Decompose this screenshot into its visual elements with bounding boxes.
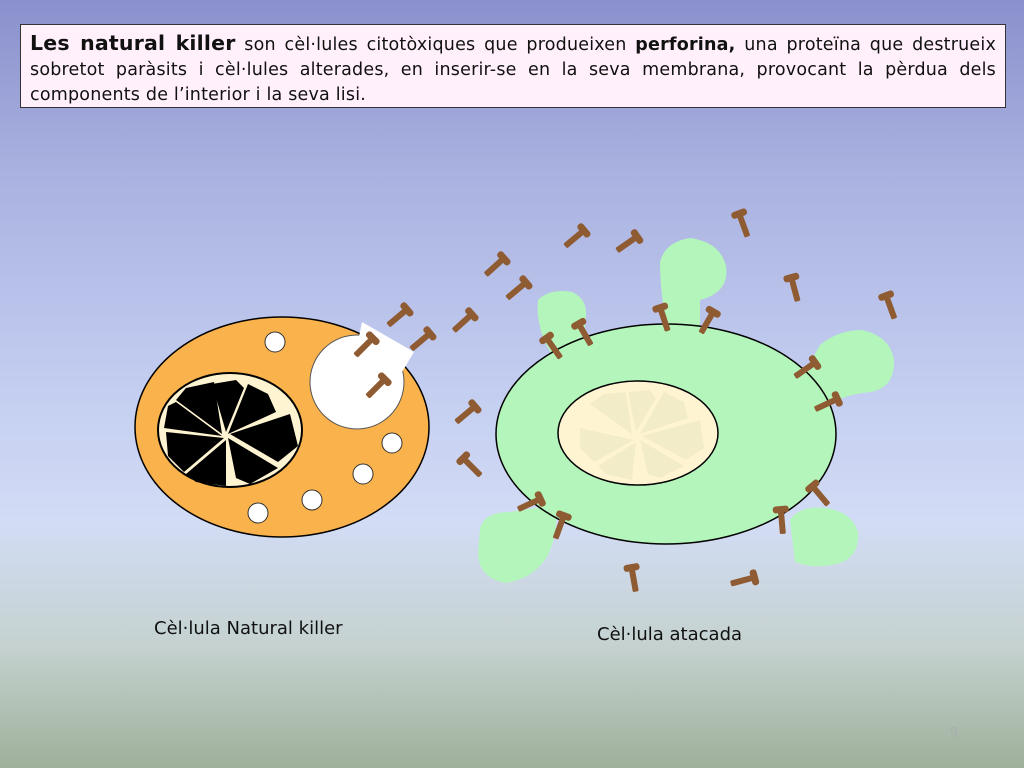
perforin-molecule xyxy=(623,562,644,594)
perforin-molecule xyxy=(560,222,592,253)
nk-granules xyxy=(247,331,403,524)
granule xyxy=(264,331,286,353)
nk-cell-label: Cèl·lula Natural killer xyxy=(154,618,343,639)
perforin-molecule xyxy=(383,301,415,332)
perforin-molecule xyxy=(455,450,487,482)
granule xyxy=(352,463,374,485)
perforin-molecule xyxy=(730,207,756,240)
attacked-chromatin xyxy=(580,390,704,480)
granule xyxy=(301,489,323,511)
perforin-molecule xyxy=(782,272,806,304)
perforin-molecule xyxy=(877,289,903,322)
attacked-cell xyxy=(478,238,895,583)
granule xyxy=(381,432,403,454)
perforin-molecule xyxy=(451,398,483,429)
perforin-molecule xyxy=(612,228,645,258)
perforin-molecule xyxy=(502,274,534,305)
description-box: Les natural killer son cèl·lules citotòx… xyxy=(20,24,1006,108)
description-text-a: son cèl·lules citotòxiques que produeixe… xyxy=(235,35,636,55)
description-text-b: una proteïna que destrueix sobretot parà… xyxy=(30,35,997,105)
granule xyxy=(247,502,269,524)
perforin-molecule xyxy=(728,568,760,592)
description-lead: Les natural killer xyxy=(30,31,236,55)
perforin-molecule xyxy=(448,306,480,337)
nk-chromatin xyxy=(164,380,298,486)
attacked-blebs xyxy=(478,238,895,583)
attacked-cell-label: Cèl·lula atacada xyxy=(597,624,743,645)
perforin-molecule xyxy=(772,505,791,535)
perforin-molecule xyxy=(480,250,512,281)
page-number: 9 xyxy=(950,726,959,741)
nk-cell xyxy=(134,316,430,538)
description-highlight: perforina, xyxy=(635,35,736,55)
